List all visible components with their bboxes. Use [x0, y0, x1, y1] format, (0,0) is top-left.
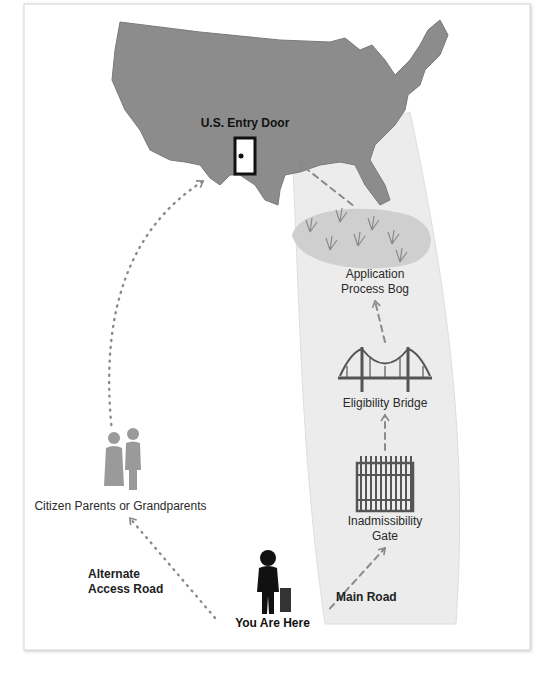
road-connector: [375, 301, 385, 342]
parents-icon: [104, 428, 141, 490]
you-figure: [257, 550, 291, 614]
us-map: [112, 20, 448, 205]
waypoint-node: Inadmissibility Gate: [330, 450, 440, 548]
bridge-icon: [338, 347, 432, 392]
road-connector: [300, 164, 353, 205]
road-label: Main Road: [336, 590, 416, 605]
waypoint-label: Application Process Bog: [334, 267, 416, 297]
road-label: Alternate Access Road: [88, 567, 172, 597]
page-frame: [24, 4, 530, 650]
waypoint-node: Eligibility Bridge: [325, 342, 445, 415]
road-connector: [109, 181, 203, 425]
waypoint-node: Application Process Bog: [300, 205, 450, 301]
waypoint-label: U.S. Entry Door: [190, 116, 300, 131]
waypoint-node: You Are Here: [215, 540, 330, 635]
road-connector: [384, 415, 386, 450]
waypoint-label: You Are Here: [215, 616, 330, 631]
door-icon: [235, 138, 255, 174]
waypoint-label: Inadmissibility Gate: [339, 514, 431, 544]
waypoint-node: U.S. Entry Door: [190, 112, 300, 181]
road-connector: [130, 518, 215, 618]
waypoint-node: Citizen Parents or Grandparents: [28, 425, 213, 518]
waypoint-label: Citizen Parents or Grandparents: [28, 499, 213, 514]
waypoint-label: Eligibility Bridge: [330, 396, 440, 411]
gate-icon: [357, 456, 413, 511]
bog-icon: [292, 208, 431, 268]
